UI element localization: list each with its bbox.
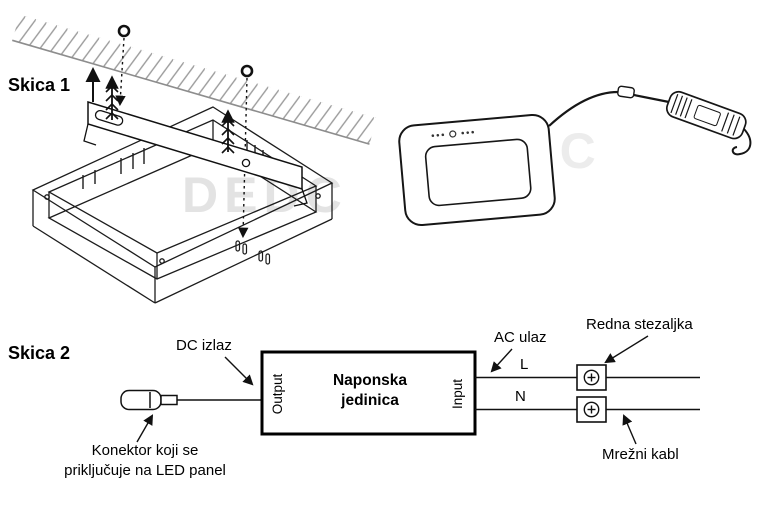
screw-head-right xyxy=(240,64,254,78)
ceiling-hatch xyxy=(12,14,378,145)
ac-input-arrow xyxy=(490,348,513,373)
live-wire-label: L xyxy=(520,356,529,373)
connector-caption-line2: priključuje na LED panel xyxy=(64,462,226,479)
dc-output-arrow xyxy=(224,356,254,386)
terminal-block-label: Redna stezaljka xyxy=(586,316,693,333)
power-unit-title-line2: jedinica xyxy=(341,392,399,409)
screw-head-left xyxy=(117,24,131,38)
threaded-screw-left xyxy=(105,75,119,120)
led-driver xyxy=(665,90,747,140)
power-unit-title-line1: Naponska xyxy=(332,372,408,389)
connector-caption-arrow xyxy=(136,414,154,443)
input-label: Input xyxy=(450,378,465,410)
rim-hole xyxy=(315,193,321,199)
led-connector-plug xyxy=(120,389,178,411)
led-panel xyxy=(398,113,556,227)
power-unit-title: Naponska jedinica xyxy=(300,371,440,411)
terminal-block-top xyxy=(576,364,607,391)
mounting-bracket xyxy=(83,100,308,207)
dc-plug xyxy=(617,85,635,99)
panel-vent-dots xyxy=(431,130,474,138)
skica1-title: Skica 1 xyxy=(8,75,71,95)
mains-cable-arrow xyxy=(622,414,637,445)
driver-pigtail-wire xyxy=(731,128,752,156)
terminal-block-bottom xyxy=(576,396,607,423)
connector-caption-line1: Konektor koji se xyxy=(91,442,199,459)
rim-hole xyxy=(159,258,165,264)
rim-hole xyxy=(44,194,50,200)
floor-slots xyxy=(235,240,271,265)
terminal-block-arrow xyxy=(604,335,649,364)
connector-caption: Konektor koji se priključuje na LED pane… xyxy=(30,441,260,481)
dc-output-label: DC izlaz xyxy=(176,337,232,354)
skica2-title: Skica 2 xyxy=(8,343,71,363)
neutral-wire-label: N xyxy=(515,388,526,405)
driver-cable xyxy=(548,85,670,127)
threaded-screw-right xyxy=(221,109,235,154)
power-unit-box xyxy=(260,350,477,436)
output-label: Output xyxy=(270,373,285,415)
screw-guide-dashed-left xyxy=(115,37,126,107)
mains-cable-label: Mrežni kabl xyxy=(602,446,679,463)
ac-input-label: AC ulaz xyxy=(494,329,547,346)
